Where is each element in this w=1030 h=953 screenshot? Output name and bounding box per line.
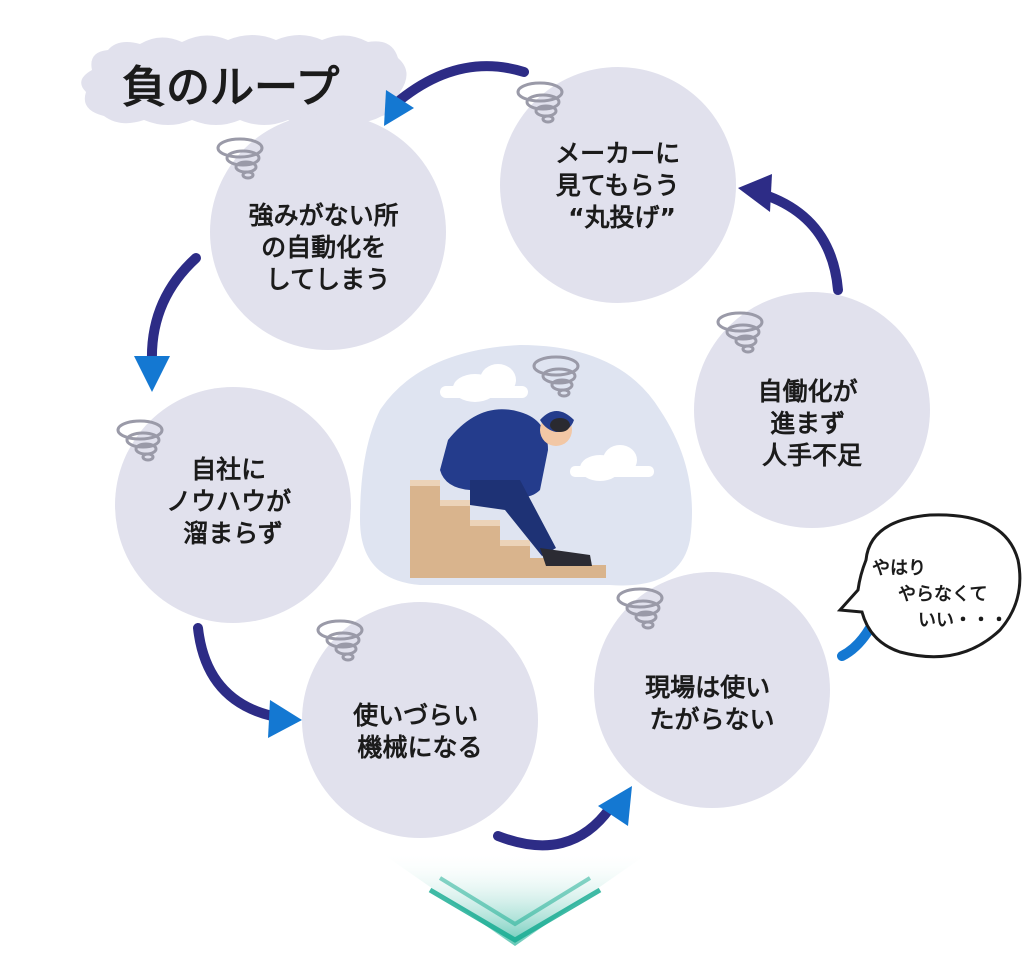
node-circle-weak [210, 114, 446, 350]
arrow-icon [384, 90, 414, 126]
node-circle-knowhow [115, 387, 351, 623]
node-circle-field [594, 572, 830, 808]
cloud-icon [440, 364, 528, 402]
arrow-hard-to-field [493, 786, 632, 851]
center-illustration [360, 345, 692, 586]
speech-bubble: やはり やらなくて いい・・・ [836, 513, 1022, 659]
arrow-icon [598, 786, 632, 826]
node-circle-maker [500, 67, 736, 303]
arrow-icon [268, 700, 302, 738]
cloud-icon [570, 445, 654, 481]
stairs-icon [410, 480, 606, 578]
arrow-maker-to-weak [384, 61, 529, 126]
worried-businessman-icon [440, 409, 592, 566]
arrow-weak-to-knowhow [134, 253, 201, 392]
title: 負のループ [122, 62, 339, 113]
down-chevron-icon [380, 852, 650, 946]
arrow-field-to-labor [837, 623, 875, 661]
arrow-labor-to-maker [738, 174, 843, 295]
arrow-icon [738, 174, 772, 212]
arrow-knowhow-to-hard [193, 623, 302, 738]
node-label-maker: メーカーに 見てもらう “丸投げ” [555, 139, 689, 232]
node-label-labor: 自働化が 進まず 人手不足 [758, 377, 867, 470]
bubble-text: やはり やらなくて いい・・・ [872, 558, 1008, 631]
node-label-weak: 強みがない所 の自動化を してしまう [249, 201, 408, 294]
node-label-knowhow: 自社に ノウハウが 溜まらず [166, 455, 300, 548]
node-circle-hard [302, 602, 538, 838]
node-label-hard: 使いづらい 機械になる [352, 701, 487, 762]
node-label-field: 現場は使い たがらない [645, 673, 779, 734]
title-badge: 負のループ [81, 35, 407, 125]
arrow-icon [134, 356, 170, 392]
